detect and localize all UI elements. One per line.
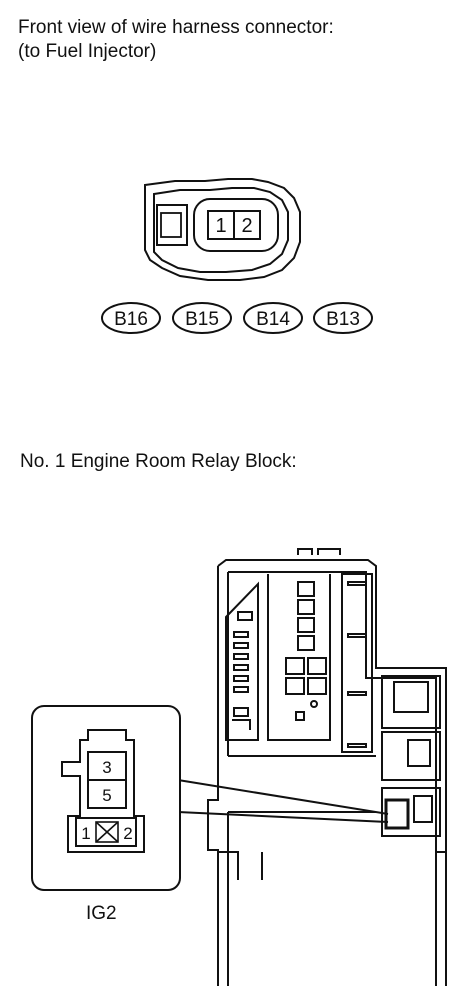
left-slot — [233, 631, 249, 638]
connector-code-b15: B15 — [185, 309, 219, 330]
relay-bay-2 — [381, 731, 441, 781]
terminal-cavity — [193, 198, 279, 252]
connector-code-oval-b13 — [313, 302, 373, 334]
left-slot — [233, 675, 249, 682]
ig2-empty-cavity-cross — [95, 821, 119, 843]
relay-block-left-edge — [207, 566, 219, 986]
connector-housing-outer — [144, 178, 301, 281]
relay-bay-1-inner — [393, 681, 429, 713]
pin-label-1: 1 — [215, 215, 226, 237]
left-slot — [233, 642, 249, 649]
relay-bay-ig2-side — [413, 795, 433, 823]
center-block — [285, 677, 305, 695]
connector-code-oval-b14 — [243, 302, 303, 334]
right-column-slot — [347, 691, 367, 696]
relay-block-section-title: No. 1 Engine Room Relay Block: — [20, 451, 297, 472]
connector-code-oval-b15 — [172, 302, 232, 334]
engine-room-relay-block — [207, 548, 447, 986]
injector-section-subtitle: (to Fuel Injector) — [18, 41, 157, 62]
left-hook — [232, 719, 251, 730]
right-column-slot — [347, 581, 367, 586]
left-slot — [237, 611, 253, 621]
pin-box-2 — [233, 210, 261, 240]
ig2-relay-highlight — [384, 798, 410, 830]
leader-line-upper — [177, 779, 389, 815]
right-column-slot — [347, 743, 367, 748]
ig2-pin-1: 1 — [81, 824, 90, 843]
ig2-pin-3: 3 — [102, 758, 111, 777]
center-block — [285, 657, 305, 675]
ig2-terminal-row-bottom — [75, 817, 137, 847]
connector-code-oval-b16 — [101, 302, 161, 334]
ig2-empty-cavity — [95, 821, 119, 843]
ig2-pin-2: 2 — [123, 824, 132, 843]
center-module — [267, 574, 331, 741]
relay-bay-ig2 — [381, 787, 441, 837]
injector-section-title: Front view of wire harness connector: — [18, 17, 334, 38]
center-block — [307, 677, 327, 695]
ig2-callout — [31, 705, 181, 891]
ig2-connector-outline — [61, 729, 145, 853]
relay-block-tab — [317, 548, 341, 555]
center-slot — [297, 581, 315, 597]
left-module — [225, 581, 259, 741]
ig2-pin-5: 5 — [102, 786, 111, 805]
right-column-slot — [347, 633, 367, 638]
relay-block-bottom-tab — [218, 851, 239, 880]
center-slot — [297, 617, 315, 633]
left-slot — [233, 707, 249, 717]
center-pin-hole — [310, 700, 318, 708]
center-slot — [297, 635, 315, 651]
fuel-injector-connector — [144, 178, 301, 281]
right-column — [341, 573, 373, 753]
relay-bay-2-inner — [407, 739, 431, 767]
left-slot — [233, 686, 249, 693]
connector-latch — [156, 204, 188, 246]
ig2-connector-label: IG2 — [86, 903, 117, 924]
relay-block-outer — [217, 559, 447, 986]
center-block — [307, 657, 327, 675]
connector-housing-inner — [153, 187, 289, 273]
relay-bay-1 — [381, 675, 441, 729]
connector-code-b14: B14 — [256, 309, 290, 330]
leader-line-lower — [177, 811, 389, 823]
center-small-block — [295, 711, 305, 721]
left-slot — [233, 664, 249, 671]
pin-label-2: 2 — [241, 215, 252, 237]
relay-block-tab — [297, 548, 313, 555]
left-slot — [233, 653, 249, 660]
connector-code-b16: B16 — [114, 309, 148, 330]
connector-code-b13: B13 — [326, 309, 360, 330]
center-slot — [297, 599, 315, 615]
ig2-terminal-5 — [87, 779, 127, 809]
connector-latch-inner — [160, 212, 182, 238]
